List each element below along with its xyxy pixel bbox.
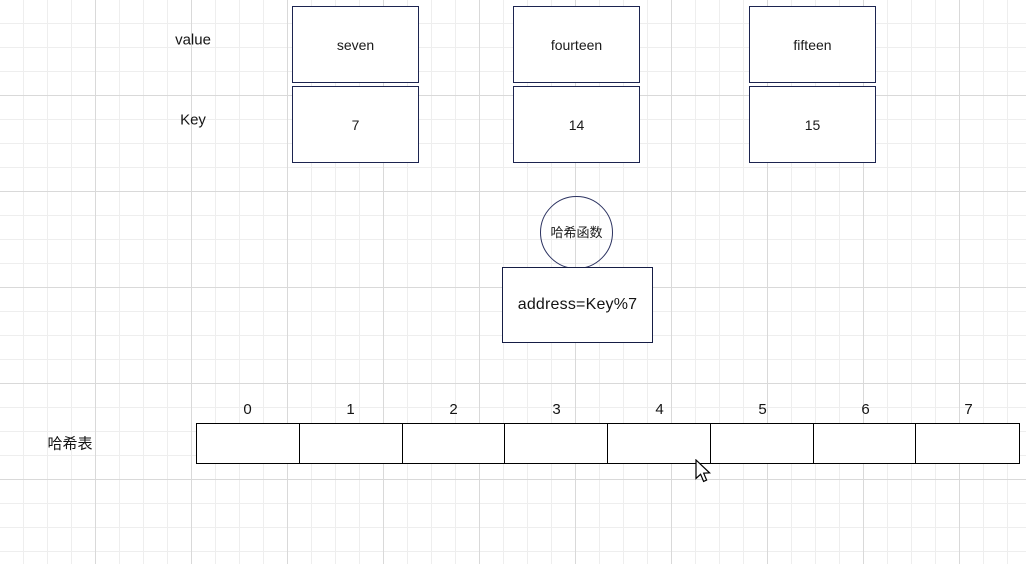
hash-table-index-label: 2 [449,401,458,418]
hash-table-index-label: 7 [964,401,973,418]
hash-table-cell[interactable] [505,424,608,463]
hash-table-cell[interactable] [813,424,917,463]
key-row-label: Key [180,111,206,129]
hash-table-cell[interactable] [608,424,711,463]
key-box-seven[interactable]: 7 [292,86,419,163]
hash-table-index-label: 0 [243,401,252,418]
value-box-fourteen[interactable]: fourteen [513,6,640,83]
hash-table-index-label: 6 [861,401,870,418]
key-box-fifteen[interactable]: 15 [749,86,876,163]
hash-table-cell[interactable] [710,424,814,463]
hash-table-strip[interactable] [196,423,1020,464]
hash-table-index-label: 5 [758,401,767,418]
hash-table-index-label: 3 [552,401,561,418]
key-box-fourteen[interactable]: 14 [513,86,640,163]
hash-function-circle[interactable]: 哈希函数 [540,196,613,269]
hash-table-cell[interactable] [299,424,403,463]
value-row-label: value [175,31,211,49]
hash-table-cell[interactable] [197,424,300,463]
hash-formula-box[interactable]: address=Key%7 [502,267,653,343]
hash-table-index-label: 1 [346,401,355,418]
value-box-fifteen[interactable]: fifteen [749,6,876,83]
hash-table-index-label: 4 [655,401,664,418]
hash-table-cell[interactable] [916,424,1019,463]
hash-table-cell[interactable] [402,424,506,463]
hash-table-row-label: 哈希表 [47,435,93,453]
value-box-seven[interactable]: seven [292,6,419,83]
